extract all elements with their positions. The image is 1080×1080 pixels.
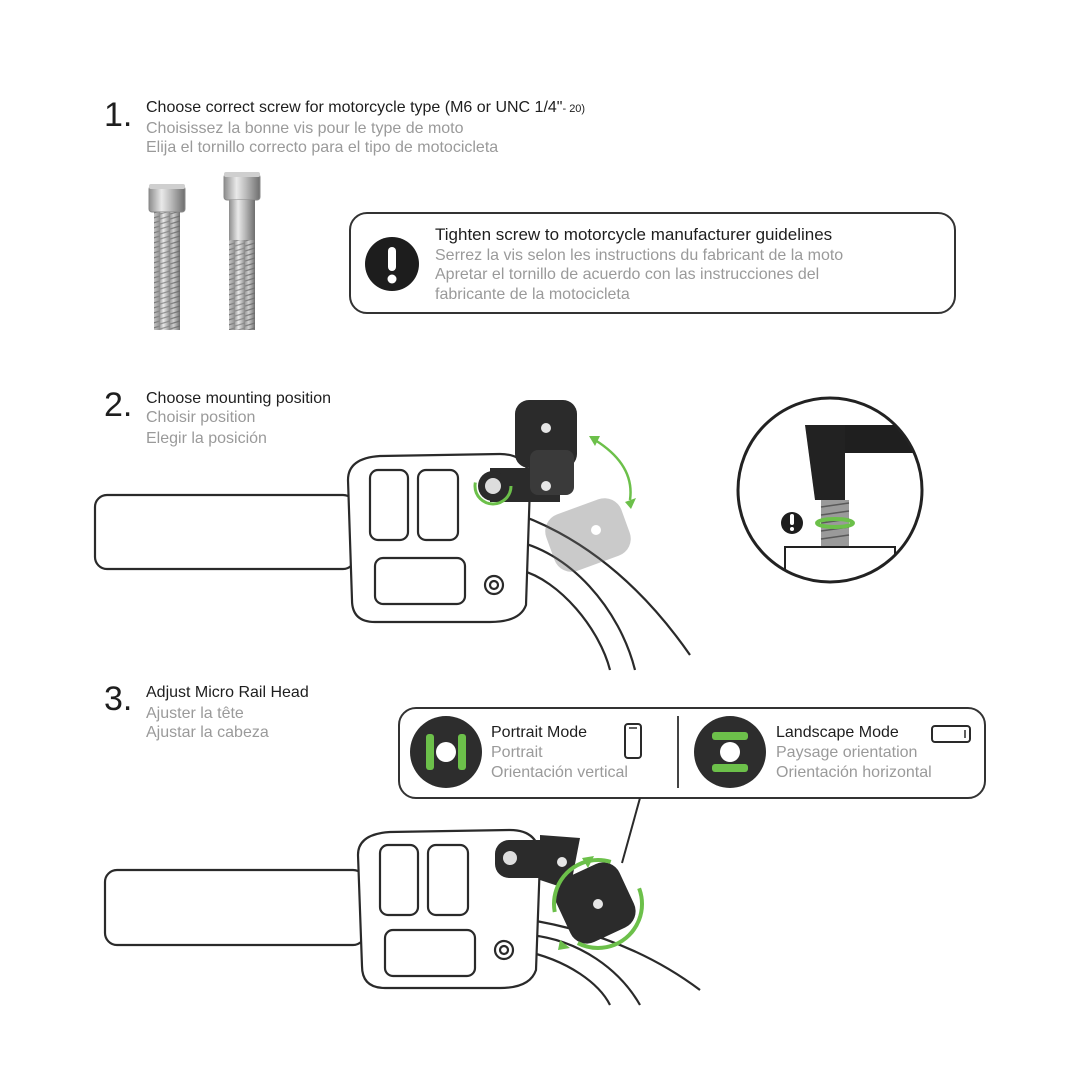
step-1-title-main: Choose correct screw for motorcycle type…: [146, 99, 563, 116]
step-2-title-es: Elegir la posición: [146, 430, 267, 447]
handlebar-illustration-step-3: [103, 828, 701, 1006]
step-3-title-es: Ajustar la cabeza: [146, 724, 269, 741]
warning-text-es-1: Apretar el tornillo de acuerdo con las i…: [435, 266, 820, 283]
step-2-number: 2.: [104, 386, 133, 424]
landscape-mode-label-es: Orientación horizontal: [776, 764, 932, 781]
landscape-mode-label-fr: Paysage orientation: [776, 744, 918, 761]
mode-options-box: [398, 707, 986, 799]
mode-divider: [677, 716, 679, 788]
step-3-title-en: Adjust Micro Rail Head: [146, 684, 309, 701]
portrait-mode-label: Portrait Mode: [491, 724, 588, 741]
warning-text-en: Tighten screw to motorcycle manufacturer…: [435, 225, 833, 244]
phone-landscape-icon: [931, 725, 971, 743]
handlebar-illustration-step-2: [93, 400, 691, 671]
warning-text-fr: Serrez la vis selon les instructions du …: [435, 247, 844, 264]
step-2-title-en: Choose mounting position: [146, 390, 332, 407]
phone-portrait-icon: [624, 723, 642, 759]
step-1-title: Choose correct screw for motorcycle type…: [146, 98, 585, 119]
step-1-title-es: Elija el tornillo correcto para el tipo …: [146, 139, 499, 156]
step-3-number: 3.: [104, 680, 133, 718]
step-3-title-fr: Ajuster la tête: [146, 705, 244, 722]
portrait-mode-label-es: Orientación vertical: [491, 764, 628, 781]
screw-illustration-unc: [223, 172, 261, 330]
step-1-title-suffix: - 20): [562, 103, 586, 115]
step-2-title-fr: Choisir position: [146, 409, 256, 426]
portrait-mode-label-fr: Portrait: [491, 744, 543, 761]
step-1-title-fr: Choisissez la bonne vis pour le type de …: [146, 120, 464, 137]
screw-detail-circle: [736, 396, 924, 584]
step-1-number: 1.: [104, 96, 133, 134]
warning-text-es-2: fabricante de la motocicleta: [435, 286, 630, 303]
callout-line: [621, 797, 641, 864]
landscape-mode-icon: [694, 716, 766, 788]
warning-box: [349, 212, 956, 314]
screw-illustration-m6: [148, 184, 186, 330]
exclamation-icon: [365, 237, 419, 291]
landscape-mode-label: Landscape Mode: [776, 724, 899, 741]
portrait-mode-icon: [410, 716, 482, 788]
